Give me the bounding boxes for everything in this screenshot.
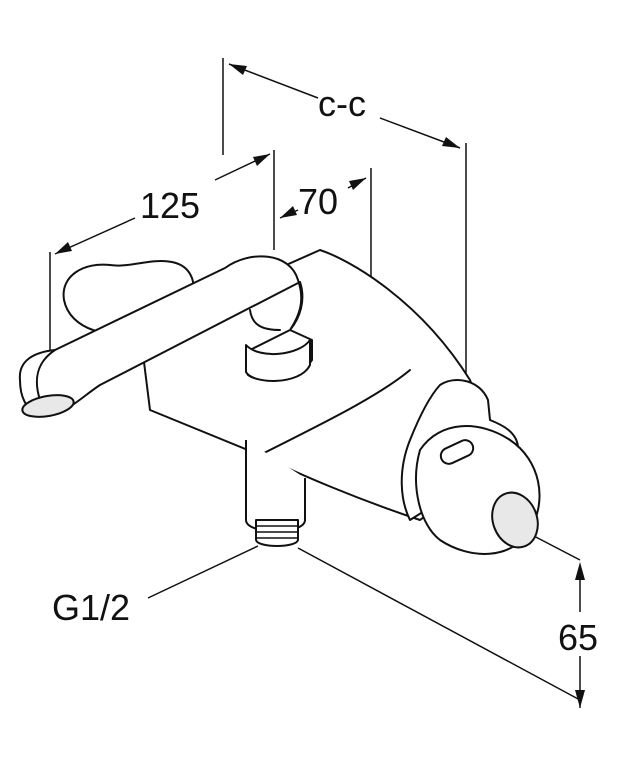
spout-outlet [21,394,75,418]
faucet-body [18,249,541,555]
dimension-125: 125 [49,150,275,358]
spout-knuckle [245,339,311,382]
knob-end-cap [491,491,539,549]
safety-button [439,439,475,465]
dimension-g12: G1/2 [52,545,259,628]
dimension-65: 65 [297,533,598,708]
dimension-cc: c-c [222,58,467,378]
label-cc: c-c [318,83,366,124]
label-125: 125 [140,185,200,226]
thread-fitting [255,519,299,547]
label-g12: G1/2 [52,587,130,628]
label-70: 70 [298,181,338,222]
label-65: 65 [558,617,598,658]
